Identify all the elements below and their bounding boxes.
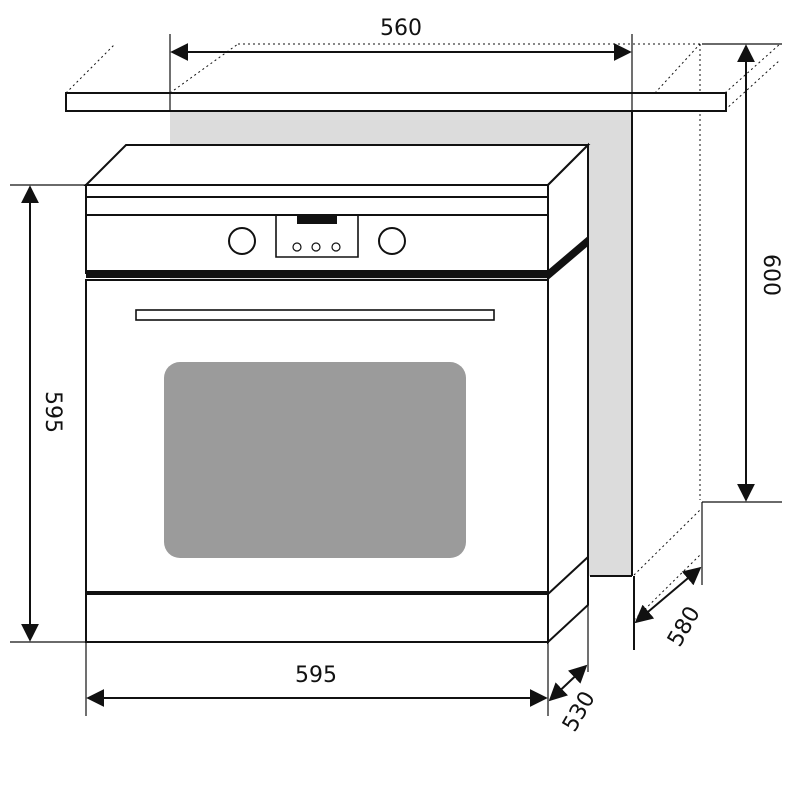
oven-upper-strip <box>85 196 549 216</box>
label-595-height: 595 <box>40 391 65 433</box>
niche-dotted-mid <box>169 43 239 94</box>
oven <box>83 142 591 645</box>
dimension-oven-width: 595 <box>85 642 549 716</box>
niche-dotted-bottom-right <box>633 509 701 576</box>
label-580: 580 <box>663 602 706 651</box>
niche-dotted-left-front <box>65 43 116 94</box>
oven-top-surface <box>83 144 591 186</box>
label-595-width: 595 <box>295 663 337 688</box>
niche-dotted-right-3 <box>724 59 781 111</box>
oven-drawer <box>85 593 549 643</box>
dimension-arrow-530 <box>548 664 588 702</box>
dimension-arrow-580 <box>634 566 702 624</box>
button-2 <box>311 242 321 252</box>
button-1 <box>292 242 302 252</box>
oven-top-trim <box>85 184 549 198</box>
button-3 <box>331 242 341 252</box>
oven-right-side <box>547 142 589 645</box>
display-module <box>262 214 372 258</box>
label-530: 530 <box>558 687 601 736</box>
niche-dotted-right-1 <box>654 43 701 94</box>
right-knob <box>378 227 406 255</box>
door-handle <box>135 309 495 321</box>
dimension-niche-depth: 580 <box>634 502 706 651</box>
control-panel-shadow <box>86 270 548 278</box>
dimension-niche-height: 600 <box>702 43 783 503</box>
drawer-side-top <box>547 556 589 595</box>
countertop <box>65 92 727 112</box>
digital-display <box>297 214 337 224</box>
door-window <box>164 362 466 558</box>
dimension-niche-width: 560 <box>169 16 633 112</box>
left-knob <box>228 227 256 255</box>
control-panel <box>85 214 549 274</box>
dimension-oven-height: 595 <box>10 184 86 643</box>
control-panel-side-shadow <box>548 236 588 280</box>
label-600: 600 <box>758 254 783 296</box>
label-560: 560 <box>380 16 422 41</box>
